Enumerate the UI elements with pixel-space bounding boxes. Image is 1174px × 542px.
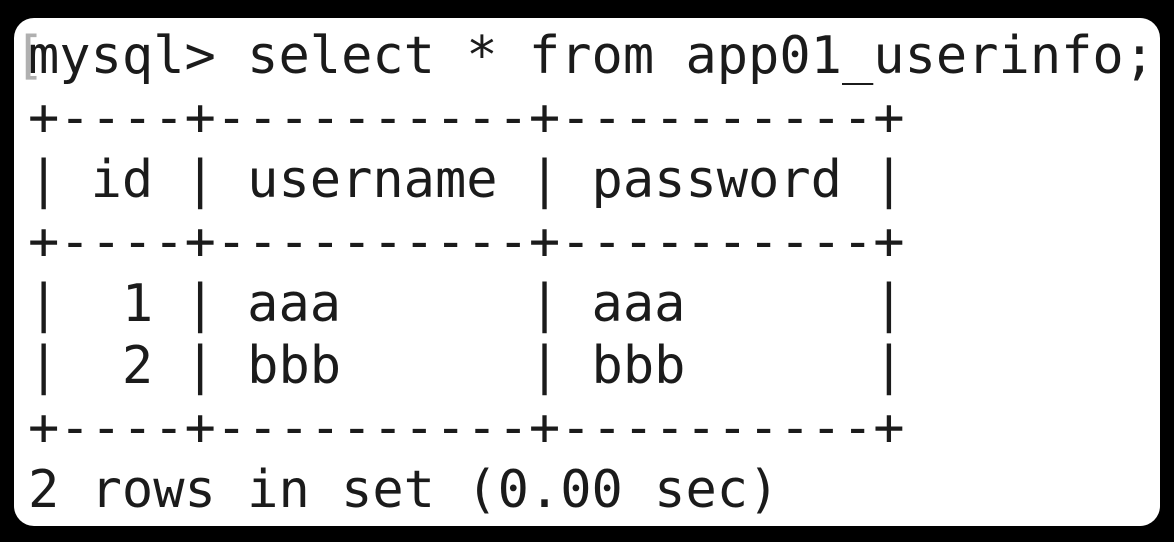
- table-border-middle: +----+----------+----------+: [28, 212, 905, 272]
- table-header-row: | id | username | password |: [28, 150, 905, 210]
- command-line: mysql> select * from app01_userinfo;: [28, 26, 1156, 86]
- terminal-screen[interactable]: [ mysql> select * from app01_userinfo; +…: [14, 18, 1160, 526]
- table-row: | 1 | aaa | aaa |: [28, 274, 905, 334]
- table-border-bottom: +----+----------+----------+: [28, 398, 905, 458]
- table-border-top: +----+----------+----------+: [28, 88, 905, 148]
- table-row: | 2 | bbb | bbb |: [28, 336, 905, 396]
- status-line: 2 rows in set (0.00 sec): [28, 460, 780, 520]
- prompt-mark: [: [14, 26, 46, 86]
- terminal-output: [ mysql> select * from app01_userinfo; +…: [14, 18, 1160, 521]
